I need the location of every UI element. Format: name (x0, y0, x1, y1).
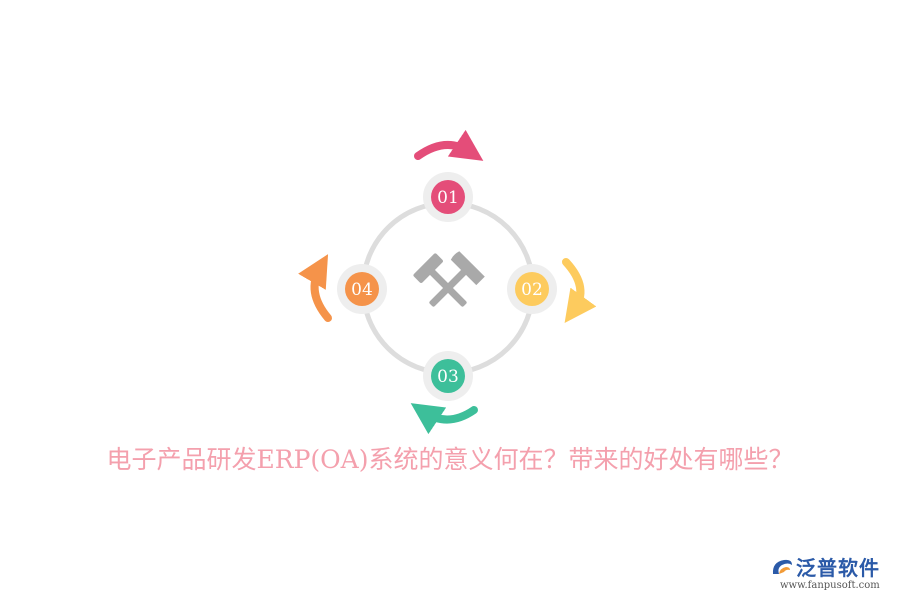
node-02-circle (515, 272, 549, 306)
fanpusoft-logo-icon (772, 559, 792, 574)
logo-name: 泛普软件 (796, 556, 880, 580)
node-03: 03 (423, 351, 473, 401)
arrow-bottom (410, 403, 478, 435)
node-01: 01 (423, 172, 473, 222)
node-02-label: 02 (521, 280, 543, 300)
arrow-right (562, 258, 597, 323)
node-01-label: 01 (437, 188, 459, 208)
page-title: 电子产品研发ERP(OA)系统的意义何在？带来的好处有哪些？ (106, 445, 794, 474)
arrow-top (414, 129, 484, 161)
node-04: 04 (337, 264, 387, 314)
logo-url: www.fanpusoft.com (780, 580, 880, 591)
arrow-left (298, 254, 332, 322)
node-04-label: 04 (351, 280, 373, 300)
node-01-circle (431, 180, 465, 214)
node-03-circle (431, 359, 465, 393)
crossed-hammers-icon (413, 251, 485, 307)
node-02: 02 (507, 264, 557, 314)
node-03-label: 03 (437, 367, 459, 387)
node-04-circle (345, 272, 379, 306)
fanpusoft-logo: 泛普软件 www.fanpusoft.com (770, 552, 895, 596)
